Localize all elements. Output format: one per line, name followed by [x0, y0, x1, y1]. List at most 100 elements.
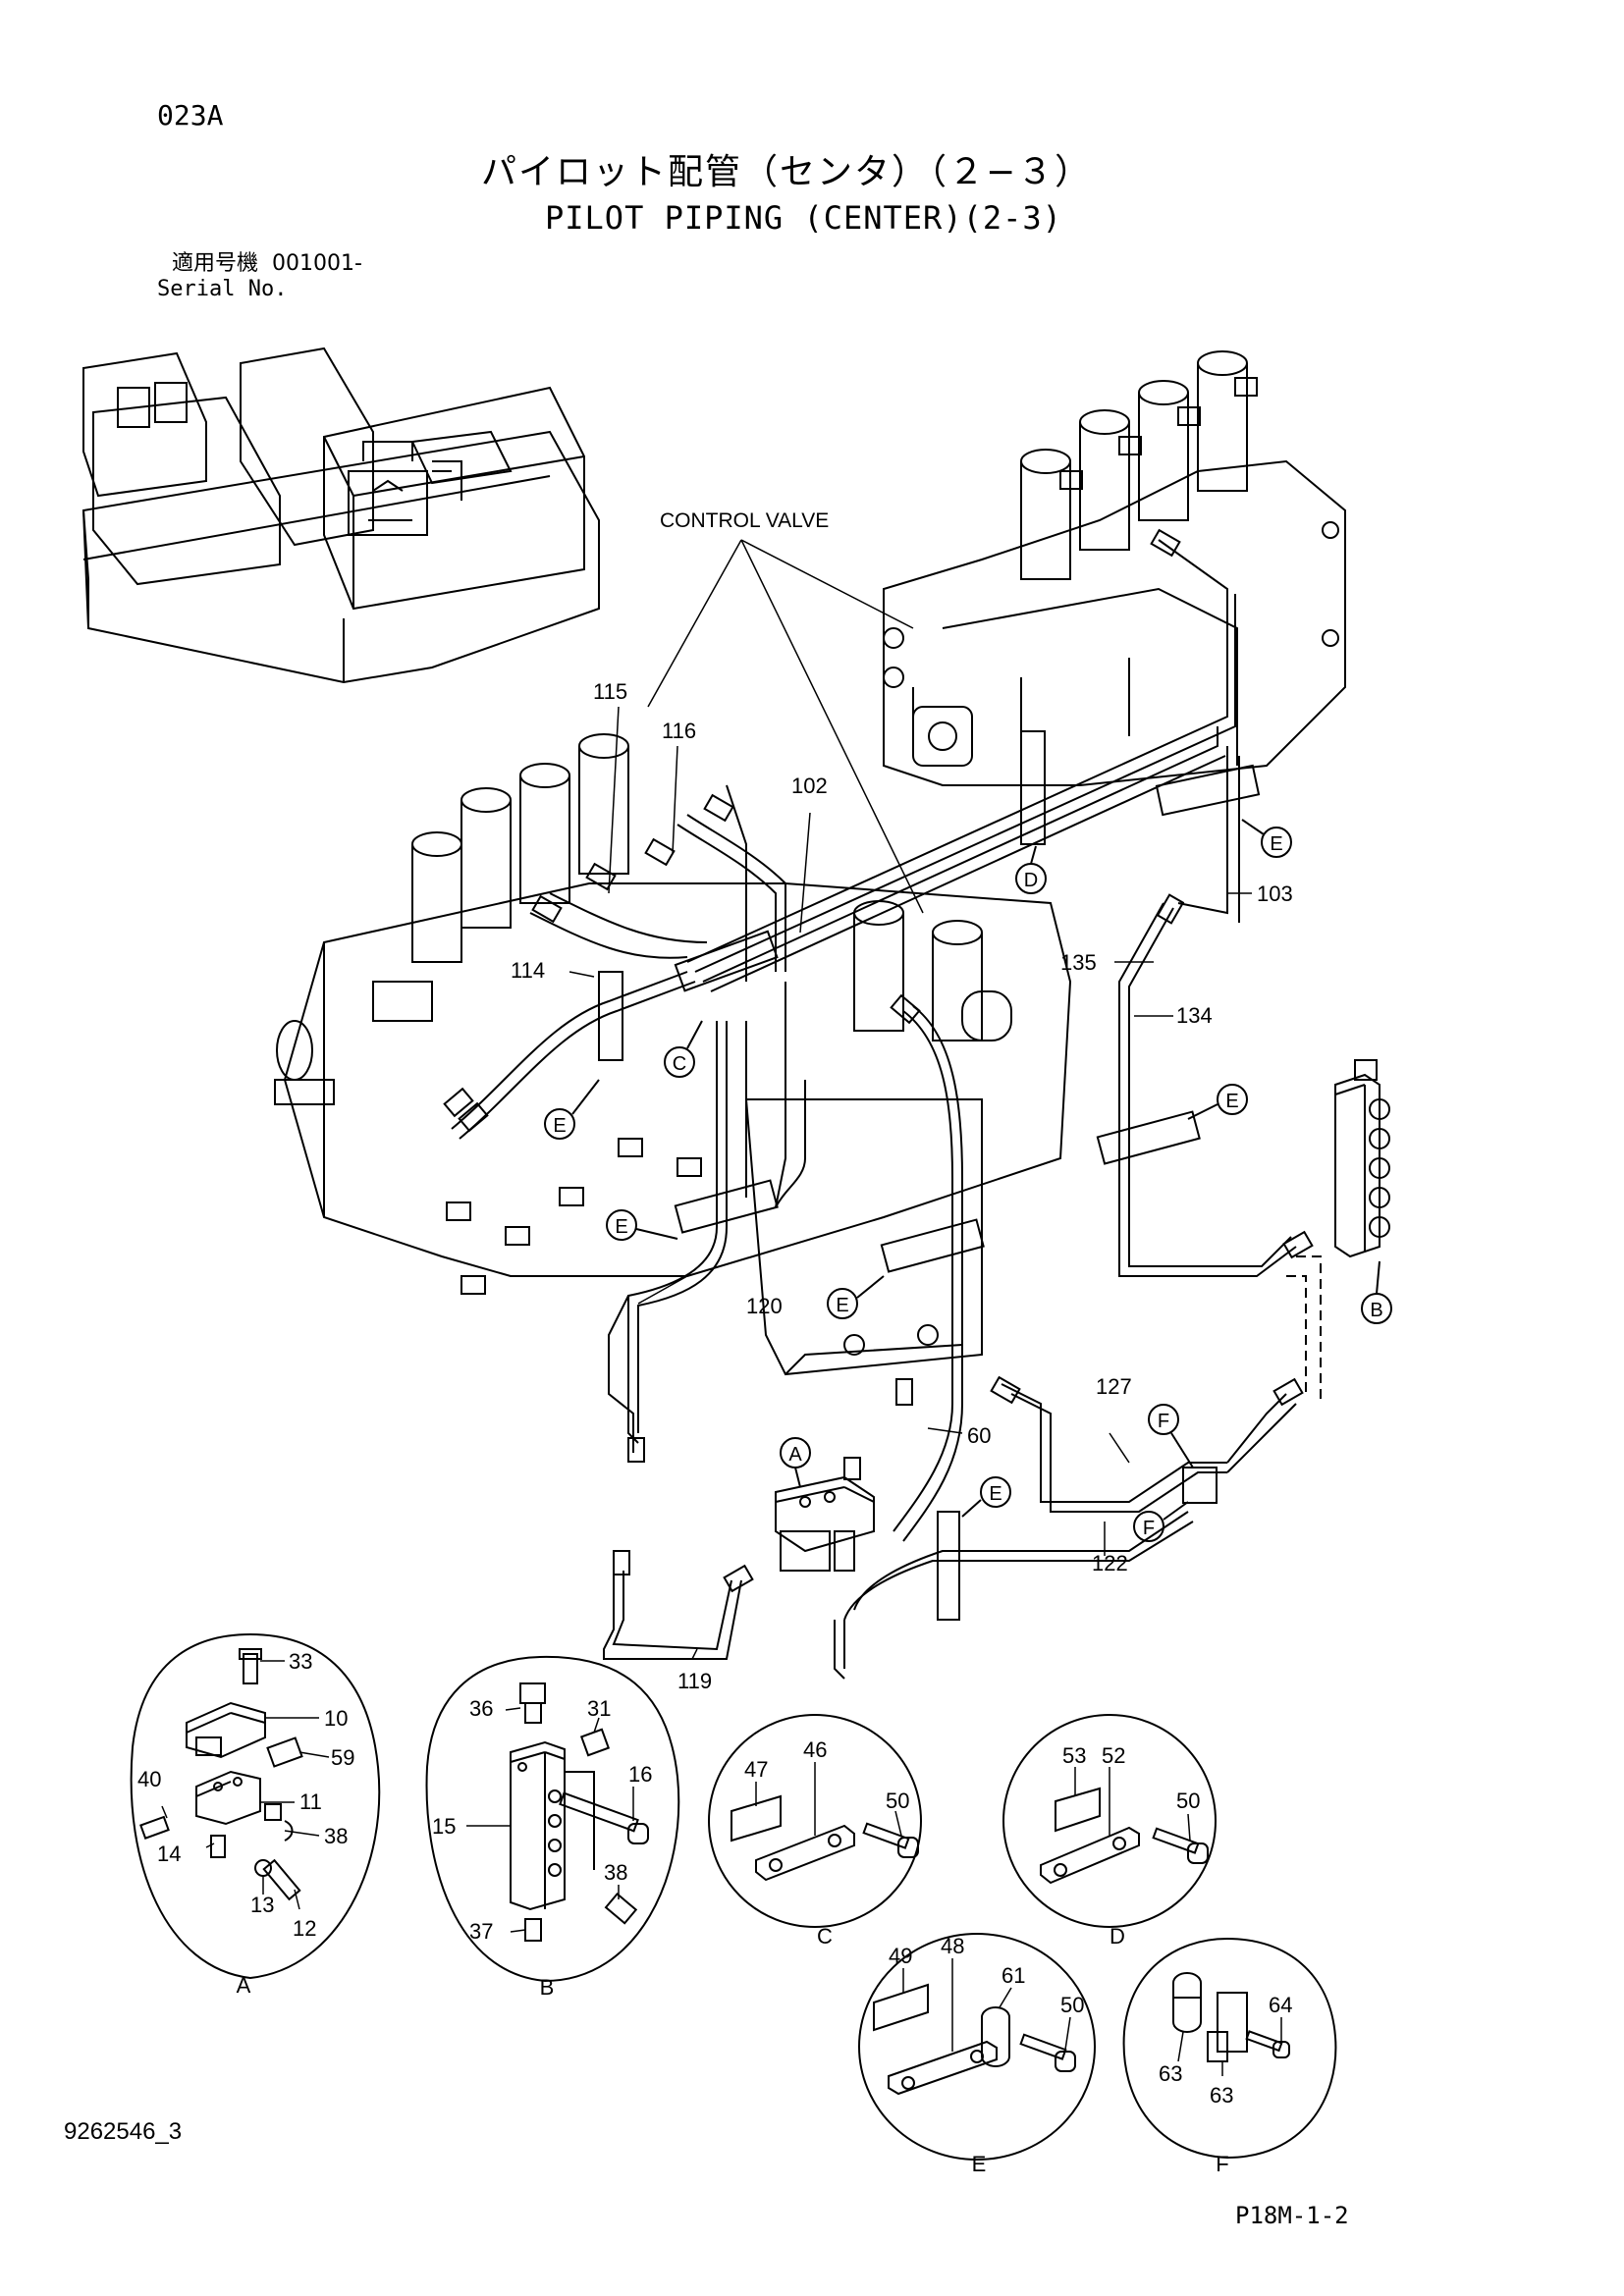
- detail-c-illustration: [731, 1794, 919, 1882]
- detail-b-illustration: [510, 1682, 649, 1942]
- pilot-pipe-lower-right: [834, 1620, 845, 1680]
- serial-applicability: 適用号機 001001-: [172, 253, 362, 275]
- detail-b-letter: B: [540, 1975, 555, 2000]
- serial-label-en: Serial No.: [157, 277, 288, 301]
- pilot-pipe-119: [603, 1571, 742, 1660]
- detail-c: 47 46 50 C: [708, 1714, 922, 1949]
- pilot-pipe-60: [893, 1005, 963, 1542]
- reference-letters: D E C E E E E B A F E F: [544, 819, 1392, 1542]
- ref-letter-e-2: E: [553, 1115, 566, 1137]
- callout-119: 119: [677, 1669, 712, 1693]
- detail-a-part-13: 13: [250, 1893, 274, 1917]
- document-number: 9262546_3: [64, 2118, 183, 2145]
- detail-a-part-59: 59: [331, 1745, 354, 1770]
- detail-e-part-61: 61: [1001, 1963, 1025, 1988]
- callout-120: 120: [746, 1294, 783, 1318]
- detail-a-letter: A: [237, 1973, 251, 1998]
- leader-lines: [568, 539, 1252, 1660]
- title-english: PILOT PIPING (CENTER)(2-3): [545, 199, 1062, 237]
- serial-label-jp: 適用号機: [172, 251, 259, 276]
- detail-a-leaders: [161, 1660, 330, 1910]
- machine-overview-illustration: [81, 347, 600, 684]
- manifold-block-b: [1334, 1059, 1390, 1258]
- callout-labels: CONTROL VALVE 115 116 102 103 114 135 13…: [511, 509, 1293, 1693]
- detail-e-part-48: 48: [941, 1934, 964, 1958]
- ref-letter-e-3: E: [1225, 1091, 1238, 1112]
- detail-b: 36 31 16 15 38 37 B: [425, 1655, 680, 2000]
- detail-d: 53 52 50 D: [1002, 1714, 1217, 1949]
- detail-a-part-10: 10: [324, 1706, 348, 1731]
- detail-a: 33 10 59 40 11 38 14 13 12 A: [130, 1632, 381, 1998]
- detail-e-part-50: 50: [1060, 1993, 1084, 2017]
- diagram-code: 023A: [157, 99, 224, 132]
- callout-103: 103: [1257, 881, 1293, 906]
- detail-c-part-50: 50: [886, 1789, 909, 1813]
- callout-127: 127: [1096, 1374, 1132, 1399]
- serial-value: 001001-: [272, 251, 362, 276]
- ref-letter-b: B: [1370, 1300, 1382, 1321]
- detail-e: 49 48 61 50 E: [858, 1933, 1096, 2176]
- manifold-dashed-lines: [1286, 1255, 1322, 1404]
- pilot-pipe-left-down: [608, 1295, 634, 1453]
- detail-a-illustration: [139, 1648, 303, 1901]
- detail-f: 63 64 63 F: [1122, 1937, 1337, 2176]
- ref-letter-e-5: E: [836, 1295, 848, 1316]
- callout-134: 134: [1176, 1003, 1213, 1028]
- ref-letter-d: D: [1024, 870, 1038, 891]
- pilot-pipe-bundle-main: [686, 539, 1236, 992]
- pilot-valve-a: [775, 1457, 875, 1572]
- ref-letter-e-6: E: [989, 1483, 1001, 1505]
- detail-a-part-12: 12: [293, 1916, 316, 1941]
- detail-f-part-64: 64: [1269, 1993, 1292, 2017]
- detail-e-illustration: [873, 1983, 1076, 2096]
- detail-c-letter: C: [817, 1924, 833, 1949]
- detail-a-part-33: 33: [289, 1649, 312, 1674]
- callout-control-valve: CONTROL VALVE: [660, 509, 829, 532]
- detail-e-letter: E: [972, 2152, 987, 2176]
- detail-d-part-53: 53: [1062, 1743, 1086, 1768]
- detail-f-illustration: [1172, 1972, 1290, 2062]
- detail-f-letter: F: [1216, 2152, 1228, 2176]
- detail-f-leaders: [1177, 2017, 1282, 2076]
- connector-nuts: [443, 528, 1314, 1593]
- detail-a-part-11: 11: [299, 1789, 322, 1814]
- detail-b-part-37: 37: [469, 1919, 493, 1944]
- ref-letter-e-4: E: [615, 1216, 627, 1238]
- detail-c-leaders: [755, 1762, 902, 1837]
- title-japanese: パイロット配管（センタ）（２−３）: [481, 152, 1093, 192]
- callout-135: 135: [1060, 950, 1097, 975]
- page-reference: P18M-1-2: [1235, 2202, 1349, 2229]
- detail-e-part-49: 49: [889, 1944, 912, 1968]
- ref-letter-e-1: E: [1270, 833, 1282, 855]
- detail-a-part-14: 14: [157, 1842, 181, 1866]
- detail-d-leaders: [1074, 1767, 1191, 1842]
- detail-b-part-16: 16: [628, 1762, 652, 1787]
- detail-f-part-63-left: 63: [1159, 2061, 1182, 2086]
- detail-d-part-50: 50: [1176, 1789, 1200, 1813]
- detail-a-part-40: 40: [137, 1767, 161, 1791]
- callout-115: 115: [593, 679, 627, 704]
- detail-e-leaders: [902, 1958, 1071, 2052]
- detail-b-leaders: [466, 1707, 634, 1933]
- pilot-pipe-to-lower: [627, 982, 806, 1444]
- detail-b-part-15: 15: [432, 1814, 456, 1839]
- ref-letter-a: A: [788, 1444, 802, 1466]
- control-valve-upper: [883, 350, 1346, 786]
- ref-letter-f-2: F: [1143, 1518, 1155, 1539]
- callout-60: 60: [967, 1423, 991, 1448]
- ref-letter-f-1: F: [1158, 1411, 1169, 1432]
- detail-c-part-47: 47: [744, 1757, 768, 1782]
- ref-letter-c: C: [673, 1053, 686, 1075]
- detail-b-part-38: 38: [604, 1860, 627, 1885]
- callout-102: 102: [791, 774, 828, 798]
- detail-c-part-46: 46: [803, 1737, 827, 1762]
- detail-f-part-63-bottom: 63: [1210, 2083, 1233, 2108]
- pilot-pipe-127-122: [843, 1383, 1297, 1621]
- clamps: [598, 730, 1261, 1621]
- callout-116: 116: [662, 719, 696, 743]
- detail-b-part-36: 36: [469, 1696, 493, 1721]
- pilot-pipe-left-group: [451, 784, 786, 1140]
- detail-d-letter: D: [1110, 1924, 1125, 1949]
- detail-b-part-31: 31: [587, 1696, 611, 1721]
